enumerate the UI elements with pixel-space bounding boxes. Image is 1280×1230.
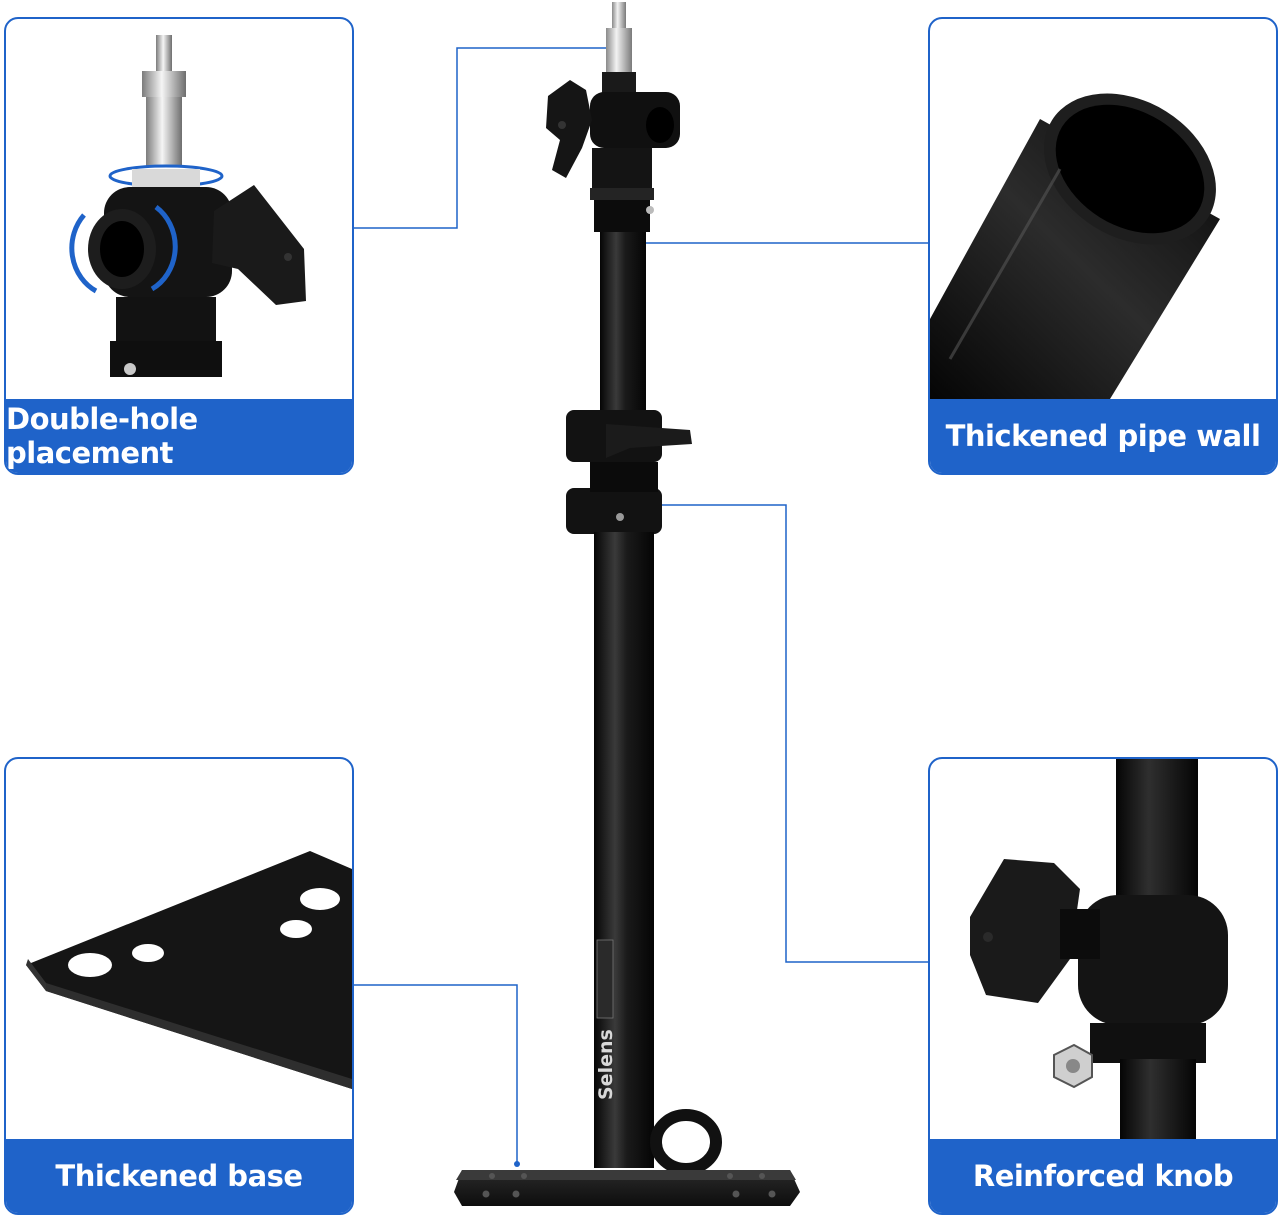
feature-card-base: Thickened base [4, 757, 354, 1215]
feature-label: Thickened base [6, 1139, 352, 1213]
spigot [602, 2, 636, 94]
pipe-closeup-photo [930, 19, 1276, 399]
feature-card-double-hole: Double-hole placement [4, 17, 354, 475]
spigot-head-photo [6, 19, 352, 399]
connector-bottom-right [656, 504, 928, 963]
base-plate [454, 1170, 800, 1206]
feature-label: Double-hole placement [6, 399, 352, 473]
feature-card-knob: Reinforced knob [928, 757, 1278, 1215]
base-plate-photo [6, 759, 352, 1139]
light-stand-illustration: Selens [454, 2, 800, 1206]
top-knob [546, 80, 592, 178]
knob-closeup-photo [930, 759, 1276, 1139]
brand-logo: Selens [595, 1029, 617, 1100]
eye-bolt-ring [650, 1109, 722, 1175]
feature-card-pipe-wall: Thickened pipe wall [928, 17, 1278, 475]
feature-label: Thickened pipe wall [930, 399, 1276, 473]
connector-top-left [354, 47, 626, 229]
feature-label: Reinforced knob [930, 1139, 1276, 1213]
connector-bottom-left [354, 984, 518, 1164]
